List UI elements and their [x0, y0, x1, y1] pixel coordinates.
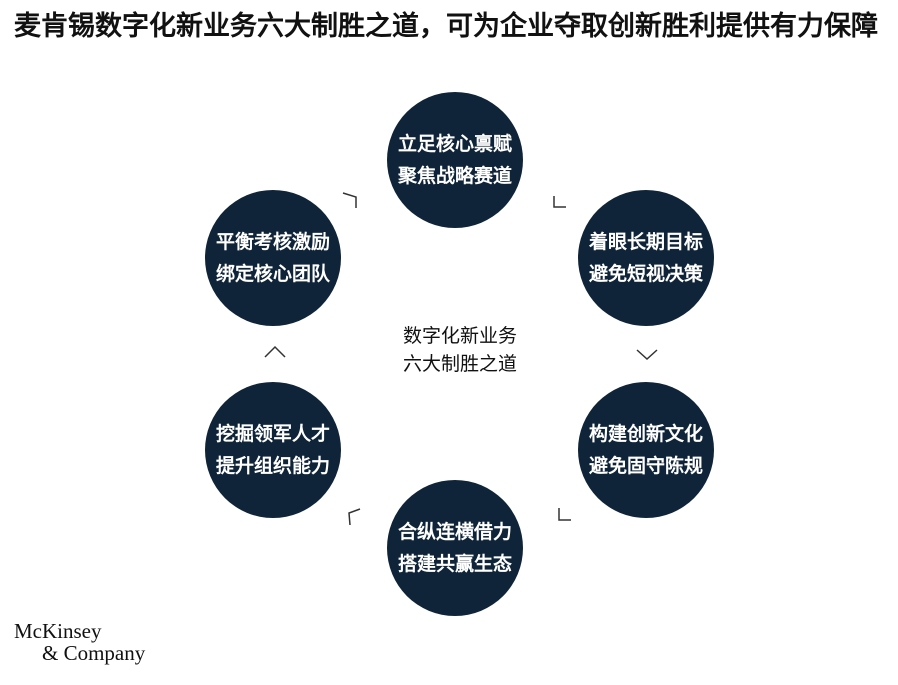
arrow-incentive-to-strategy-icon [342, 192, 357, 208]
node-label-line2: 搭建共赢生态 [397, 553, 512, 575]
node-label-line2: 绑定核心团队 [215, 263, 330, 285]
logo-line2: & Company [42, 641, 146, 665]
arrow-ecosystem-to-talent-icon [348, 508, 361, 526]
node-label-line1: 合纵连横借力 [397, 521, 512, 543]
logo-line1: McKinsey [14, 619, 102, 643]
node-label-line1: 立足核心禀赋 [397, 133, 512, 155]
cycle-center-label: 数字化新业务 六大制胜之道 [360, 322, 560, 378]
center-label-line2: 六大制胜之道 [402, 353, 517, 375]
node-label-line1: 挖掘领军人才 [215, 423, 330, 445]
mckinsey-logo: McKinsey & Company [14, 620, 145, 664]
node-label-line2: 提升组织能力 [215, 455, 330, 477]
node-label-line1: 平衡考核激励 [215, 231, 330, 253]
arrow-long-term-to-culture-icon [636, 349, 658, 361]
node-label-line1: 构建创新文化 [588, 423, 703, 445]
cycle-node-long-term: 着眼长期目标 避免短视决策 [578, 190, 714, 326]
cycle-node-talent: 挖掘领军人才 提升组织能力 [205, 382, 341, 518]
cycle-node-strategy: 立足核心禀赋 聚焦战略赛道 [387, 92, 523, 228]
cycle-node-incentive: 平衡考核激励 绑定核心团队 [205, 190, 341, 326]
node-label-line2: 聚焦战略赛道 [397, 165, 512, 187]
cycle-node-culture: 构建创新文化 避免固守陈规 [578, 382, 714, 518]
node-label-line2: 避免短视决策 [588, 263, 703, 285]
center-label-line1: 数字化新业务 [402, 325, 517, 347]
node-label-line1: 着眼长期目标 [588, 231, 703, 253]
cycle-node-ecosystem: 合纵连横借力 搭建共赢生态 [387, 480, 523, 616]
arrow-strategy-to-long-term-icon [553, 196, 566, 208]
arrow-culture-to-ecosystem-icon [558, 508, 571, 521]
page-title: 麦肯锡数字化新业务六大制胜之道，可为企业夺取创新胜利提供有力保障 [14, 11, 878, 42]
arrow-talent-to-incentive-icon [264, 345, 286, 358]
node-label-line2: 避免固守陈规 [588, 455, 703, 477]
